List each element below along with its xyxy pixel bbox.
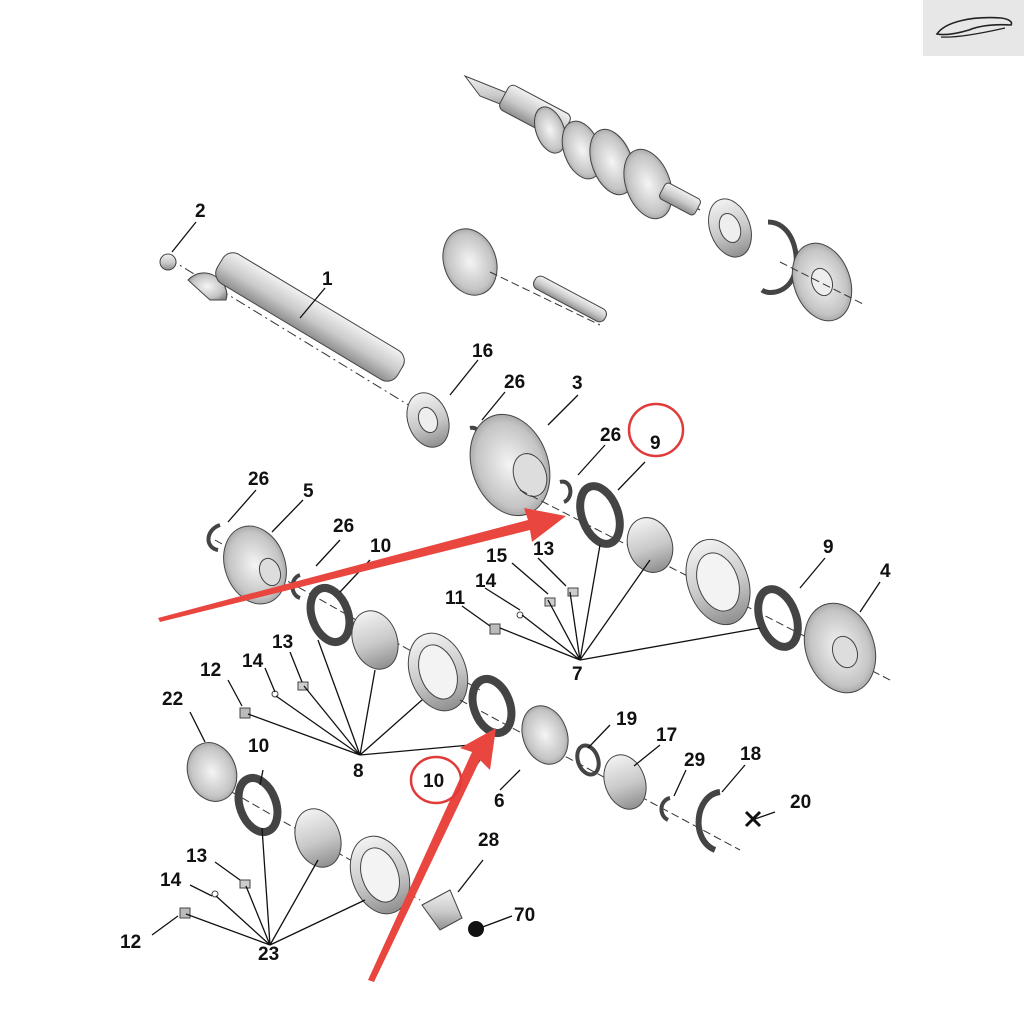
- callout-28: 28: [478, 830, 499, 851]
- callout-26: 26: [333, 516, 354, 537]
- callout-19: 19: [616, 709, 637, 730]
- highlight-circle-9: [627, 402, 685, 458]
- callout-12: 12: [200, 660, 221, 681]
- callout-14: 14: [242, 651, 264, 672]
- callout-20: 20: [790, 792, 811, 813]
- car-silhouette-logo: [935, 16, 1013, 38]
- callout-2: 2: [195, 201, 206, 222]
- callout-10: 10: [370, 536, 391, 557]
- callout-4: 4: [880, 561, 891, 582]
- callout-23: 23: [258, 944, 279, 965]
- callout-9: 9: [650, 433, 661, 454]
- leader-lines: [151, 221, 881, 946]
- red-arrows: [158, 508, 566, 982]
- bullet-70-marker: [468, 921, 484, 937]
- callout-13: 13: [272, 632, 293, 653]
- callout-10: 10: [248, 736, 269, 757]
- callout-26: 26: [600, 425, 621, 446]
- brand-logo-box: [923, 0, 1024, 56]
- callout-labels: 2 1 16 26 3 26 9 26 5 26 10 15 13 14 11 …: [120, 201, 891, 965]
- callout-7: 7: [572, 664, 583, 685]
- callout-22: 22: [162, 689, 183, 710]
- callout-16: 16: [472, 341, 493, 362]
- parts-row-lower-right: [459, 674, 741, 853]
- parts-row-mid-right: [519, 482, 891, 694]
- input-shaft: [159, 252, 421, 413]
- parts-row-bottom: [186, 742, 463, 931]
- callout-14: 14: [160, 870, 182, 891]
- detent-parts: [179, 587, 579, 919]
- highlight-circle-10: [409, 755, 463, 805]
- top-shaft-assembly: [442, 74, 866, 326]
- callout-26: 26: [248, 469, 269, 490]
- callout-13: 13: [186, 846, 207, 867]
- cross-20-marker: [744, 810, 762, 828]
- parts-row-upper: [406, 392, 573, 517]
- callout-9: 9: [823, 537, 834, 558]
- callout-13: 13: [533, 539, 554, 560]
- callout-8: 8: [353, 761, 364, 782]
- callout-6: 6: [494, 791, 505, 812]
- callout-10: 10: [423, 771, 444, 792]
- callout-3: 3: [572, 373, 583, 394]
- callout-5: 5: [303, 481, 314, 502]
- callout-14: 14: [475, 571, 497, 592]
- callout-29: 29: [684, 750, 705, 771]
- callout-17: 17: [656, 725, 677, 746]
- callout-70: 70: [514, 905, 535, 926]
- callout-18: 18: [740, 744, 761, 765]
- callout-11: 11: [445, 588, 466, 609]
- callout-15: 15: [486, 546, 508, 567]
- parts-row-mid-left: [206, 523, 481, 712]
- callout-1: 1: [322, 269, 333, 290]
- callout-12: 12: [120, 932, 141, 953]
- callout-26: 26: [504, 372, 525, 393]
